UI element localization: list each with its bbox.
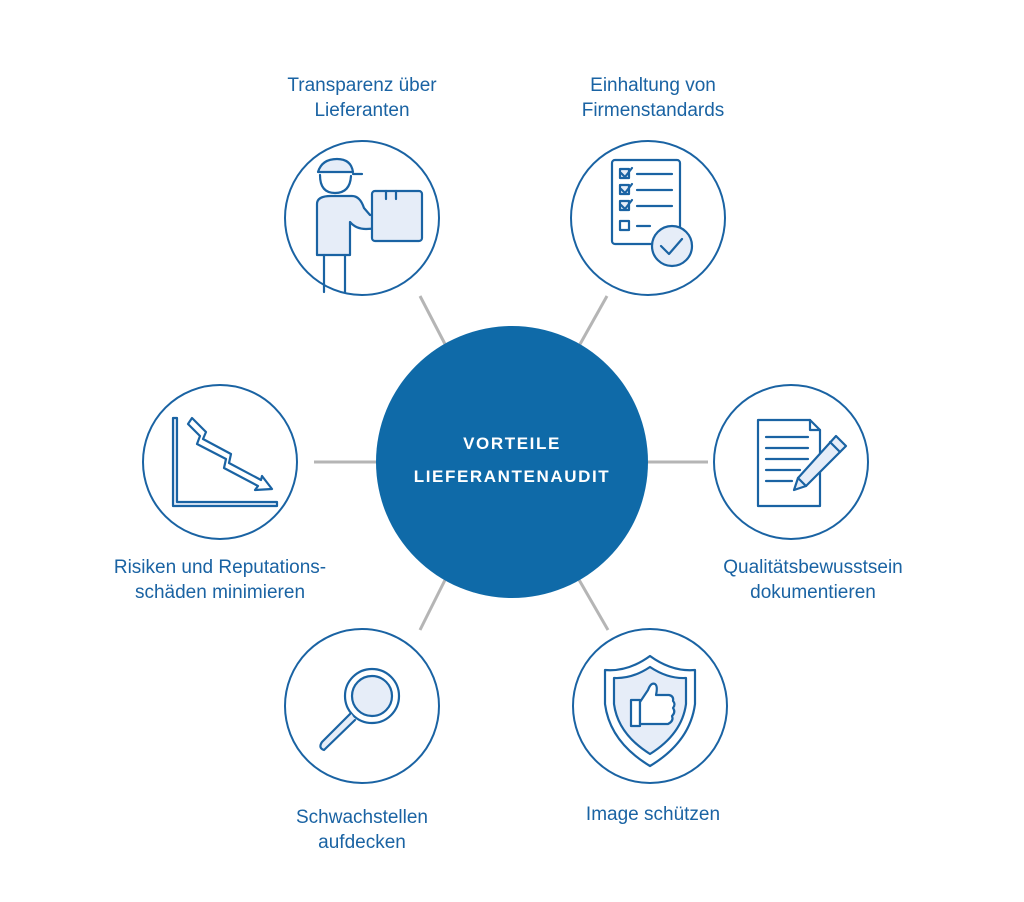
label-image-line1: Image schützen xyxy=(585,804,721,825)
label-quality-line1: Qualitätsbewusstsein xyxy=(723,557,903,578)
label-image: Image schützen xyxy=(530,802,776,827)
label-standards: Einhaltung von Firmenstandards xyxy=(530,73,776,123)
label-quality-line2: dokumentieren xyxy=(750,582,876,603)
circle-risks xyxy=(142,384,298,540)
label-transparency: Transparenz über Lieferanten xyxy=(239,73,485,123)
delivery-worker-icon xyxy=(315,157,424,294)
label-transparency-line1: Transparenz über xyxy=(287,75,437,96)
center-title-line2: LIEFERANTENAUDIT xyxy=(413,467,611,486)
label-risks: Risiken und Reputations- schäden minimie… xyxy=(80,555,360,605)
label-standards-line1: Einhaltung von xyxy=(590,75,716,96)
label-transparency-line2: Lieferanten xyxy=(314,100,410,121)
label-weaknesses-line2: aufdecken xyxy=(318,832,406,853)
connectors xyxy=(314,295,708,631)
label-risks-line2: schäden minimieren xyxy=(134,582,306,603)
label-risks-line1: Risiken und Reputations- xyxy=(113,557,327,578)
connector-weaknesses xyxy=(418,577,448,631)
circle-weaknesses xyxy=(284,628,440,784)
center-title: VORTEILE LIEFERANTENAUDIT xyxy=(362,427,662,493)
declining-chart-icon xyxy=(171,416,279,508)
label-quality: Qualitätsbewusstsein dokumentieren xyxy=(683,555,943,605)
document-pencil-icon xyxy=(756,418,848,508)
center-circle xyxy=(376,326,648,598)
magnifier-icon xyxy=(319,667,401,752)
circle-image xyxy=(572,628,728,784)
label-weaknesses: Schwachstellen aufdecken xyxy=(239,805,485,855)
shield-thumbs-up-icon xyxy=(603,654,697,768)
center-title-line1: VORTEILE xyxy=(463,434,561,453)
label-weaknesses-line1: Schwachstellen xyxy=(295,807,429,828)
connector-image xyxy=(576,577,610,631)
label-standards-line2: Firmenstandards xyxy=(581,100,725,121)
circle-quality xyxy=(713,384,869,540)
connector-standards xyxy=(577,295,609,347)
connector-transparency xyxy=(418,295,448,347)
checklist-icon xyxy=(610,158,694,268)
circle-transparency xyxy=(284,140,440,296)
circle-standards xyxy=(570,140,726,296)
